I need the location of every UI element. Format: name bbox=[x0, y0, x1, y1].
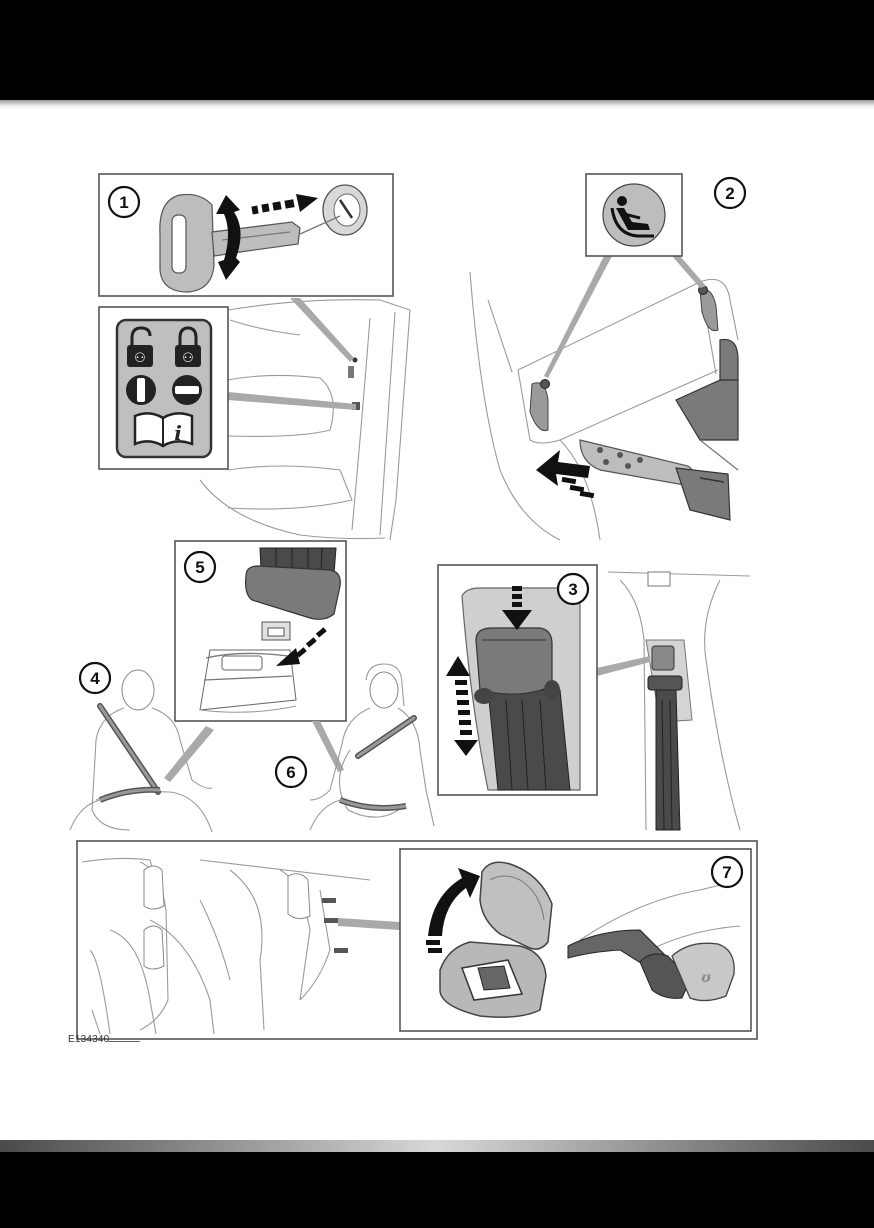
rear-door-scene bbox=[200, 300, 410, 540]
footer-band-gradient bbox=[0, 1140, 874, 1152]
pointer-5 bbox=[312, 721, 344, 772]
callout-4: 4 bbox=[80, 663, 110, 693]
reference-code-rule bbox=[108, 1041, 140, 1042]
unlocked-position-icon bbox=[126, 375, 156, 405]
svg-text:ʊ: ʊ bbox=[701, 970, 711, 986]
svg-text:⚇: ⚇ bbox=[182, 351, 194, 366]
figure-reference-code: E134340 bbox=[68, 1034, 109, 1045]
panel-2-isofix-icon bbox=[586, 174, 682, 256]
svg-text:⚇: ⚇ bbox=[134, 351, 146, 366]
callout-3: 3 bbox=[558, 574, 588, 604]
pointer-label bbox=[228, 392, 356, 410]
pointer-1 bbox=[290, 298, 354, 362]
svg-text:1: 1 bbox=[119, 193, 128, 212]
pointer-2b bbox=[672, 256, 706, 288]
svg-text:5: 5 bbox=[195, 558, 204, 577]
pointer-4 bbox=[164, 726, 214, 782]
svg-text:4: 4 bbox=[90, 669, 100, 688]
panel-child-lock-label: ⚇ ⚇ i bbox=[99, 307, 228, 469]
footer-band bbox=[0, 1152, 874, 1228]
handbook-info-icon: i bbox=[135, 413, 192, 446]
panel-2-isofix-scene bbox=[470, 272, 738, 540]
panel-1-child-lock-key bbox=[99, 174, 393, 296]
panel-7-tether-anchor: ʊ bbox=[400, 849, 751, 1031]
pointer-2a bbox=[544, 256, 612, 378]
callout-6: 6 bbox=[276, 757, 306, 787]
svg-text:3: 3 bbox=[568, 580, 577, 599]
locked-position-icon bbox=[172, 375, 202, 405]
pointer-3 bbox=[597, 656, 650, 676]
svg-text:7: 7 bbox=[722, 863, 731, 882]
svg-text:i: i bbox=[174, 421, 182, 445]
callout-7: 7 bbox=[712, 857, 742, 887]
panel-3-pillar-scene bbox=[608, 572, 750, 830]
svg-text:6: 6 bbox=[286, 763, 295, 782]
callout-2: 2 bbox=[715, 178, 745, 208]
callout-5: 5 bbox=[185, 552, 215, 582]
callout-1: 1 bbox=[109, 187, 139, 217]
svg-text:2: 2 bbox=[725, 184, 734, 203]
